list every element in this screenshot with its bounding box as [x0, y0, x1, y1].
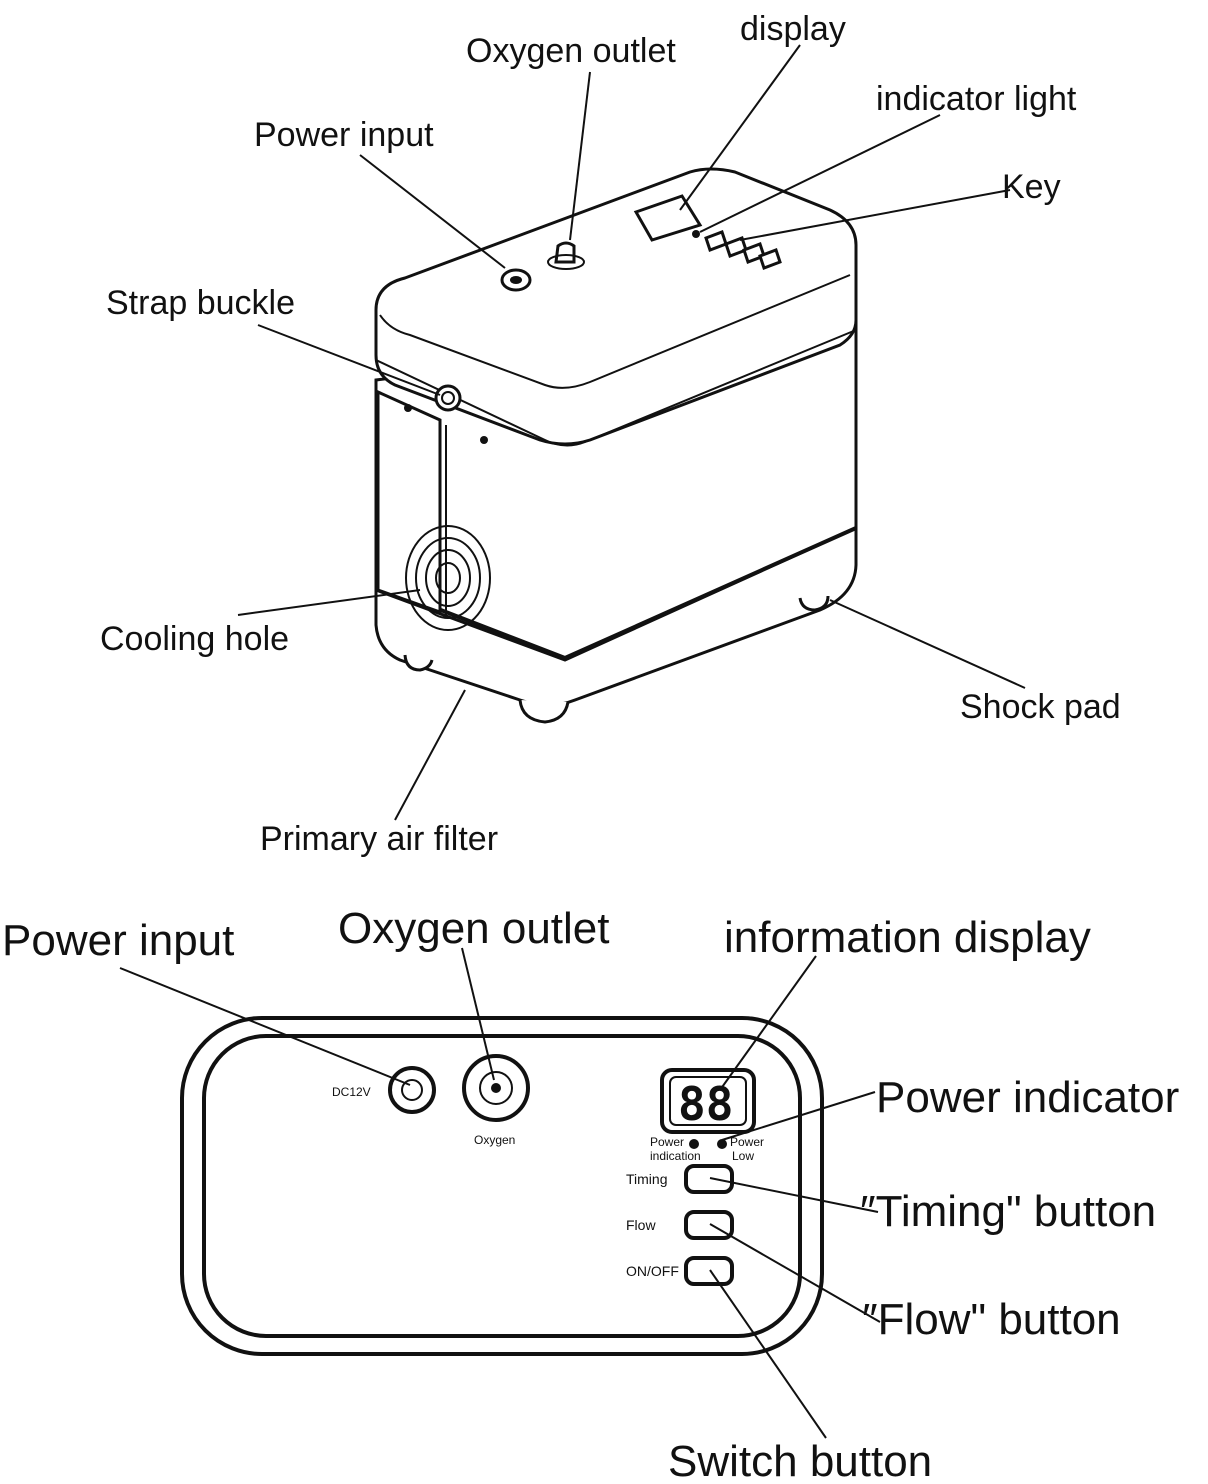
label-shock-pad: Shock pad	[960, 688, 1121, 726]
panel-inner-frame	[202, 1034, 802, 1338]
cooling-fan-icon	[405, 525, 491, 631]
information-display-screen	[660, 1068, 756, 1134]
device-3d-view: display Oxygen outlet indicator light Po…	[100, 10, 1121, 858]
power-indication-label-2: indication	[650, 1149, 701, 1163]
label-strap-buckle: Strap buckle	[106, 284, 295, 322]
label-switch-button: Switch button	[668, 1437, 932, 1484]
display-screen-icon	[633, 194, 703, 242]
label-display: display	[740, 10, 846, 48]
power-indication-label-1: Power	[650, 1135, 684, 1149]
label-primary-air-filter: Primary air filter	[260, 820, 498, 858]
flow-button[interactable]	[684, 1210, 734, 1240]
label-key: Key	[1002, 168, 1061, 206]
dc12v-label: DC12V	[332, 1085, 371, 1099]
indicator-light-icon	[692, 230, 700, 238]
flow-button-label: Flow	[626, 1217, 656, 1233]
on-off-button-label: ON/OFF	[626, 1263, 679, 1279]
label-oxygen-outlet-bottom: Oxygen outlet	[338, 904, 610, 953]
label-oxygen-outlet: Oxygen outlet	[466, 32, 676, 70]
label-power-input-bottom: Power input	[2, 916, 234, 965]
power-low-light-icon	[717, 1139, 727, 1149]
dc12v-port-icon	[388, 1066, 436, 1114]
power-low-label-1: Power	[730, 1135, 764, 1149]
label-power-indicator: Power indicator	[876, 1073, 1179, 1122]
power-low-label-2: Low	[732, 1149, 754, 1163]
strap-buckle-icon	[434, 384, 462, 412]
display-digits: 88	[678, 1077, 733, 1131]
panel-outer-frame	[180, 1016, 824, 1356]
oxygen-port-icon	[462, 1054, 530, 1122]
label-information-display: information display	[724, 913, 1091, 962]
label-indicator-light: indicator light	[876, 80, 1077, 118]
label-timing-button: ″Timing" button	[860, 1187, 1156, 1236]
label-flow-button: ″Flow" button	[862, 1295, 1121, 1344]
label-power-input-top: Power input	[254, 116, 434, 154]
label-cooling-hole: Cooling hole	[100, 620, 289, 658]
timing-button[interactable]	[684, 1164, 734, 1194]
oxygen-port-label: Oxygen	[474, 1133, 515, 1147]
on-off-button[interactable]	[684, 1256, 734, 1286]
timing-button-label: Timing	[626, 1171, 668, 1187]
oxygen-outlet-nozzle-icon	[547, 241, 585, 270]
device-panel-view: DC12V Oxygen 88 Power indication Power L…	[2, 904, 1179, 1484]
power-indication-light-icon	[689, 1139, 699, 1149]
key-buttons-icon	[704, 230, 782, 270]
